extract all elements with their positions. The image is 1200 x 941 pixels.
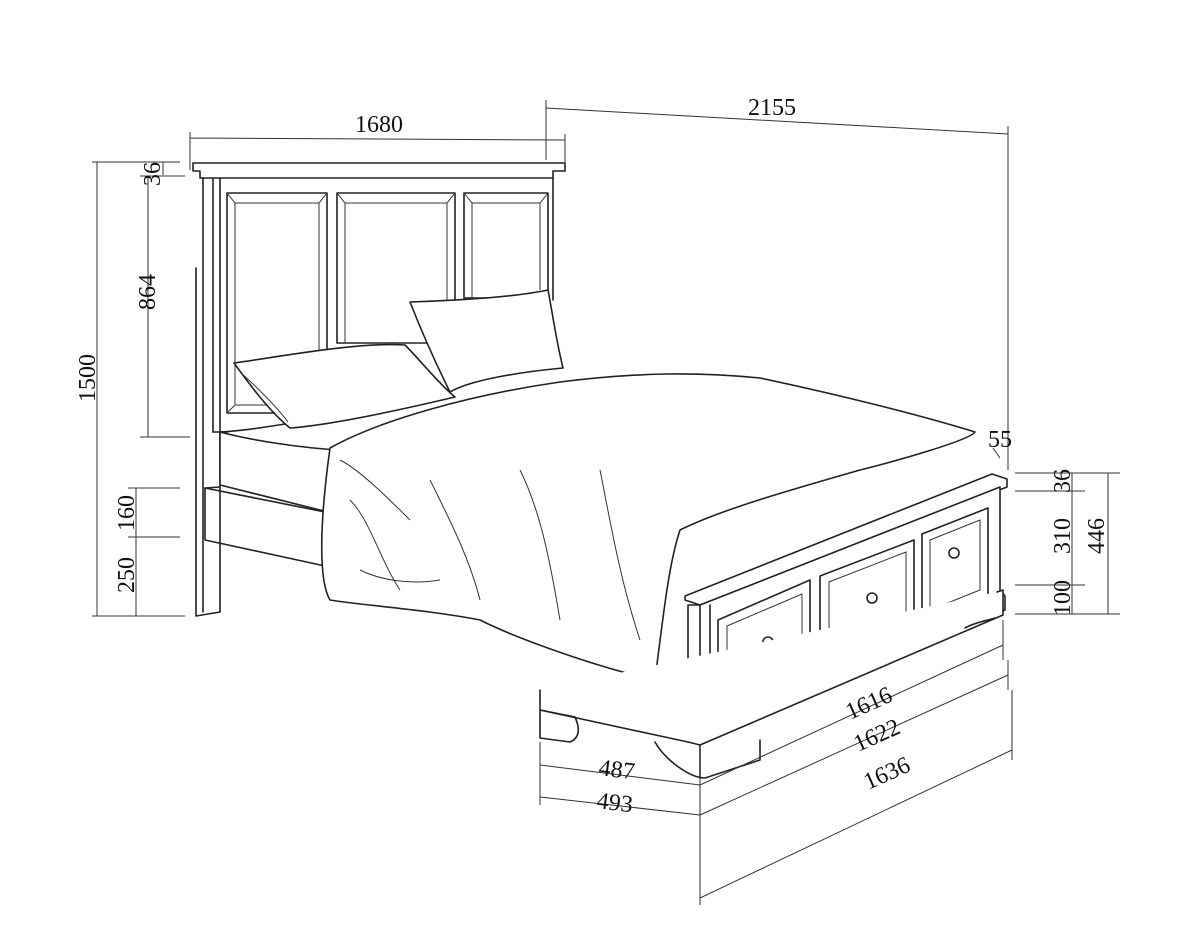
dim-footboard-base: 100 xyxy=(1050,580,1076,616)
dim-headboard-cap: 36 xyxy=(140,162,166,186)
dim-overall-length: 2155 xyxy=(748,95,796,121)
dim-headboard-width: 1680 xyxy=(355,112,403,138)
dim-rail-clearance: 250 xyxy=(114,557,140,593)
dim-footboard-panel: 310 xyxy=(1050,518,1076,554)
dim-cap-overhang: 55 xyxy=(988,427,1012,453)
side-rail xyxy=(204,486,326,567)
dim-base-width: 1636 xyxy=(860,752,914,795)
dim-depth-2: 493 xyxy=(595,788,634,818)
duvet xyxy=(320,373,976,681)
dim-side-rail: 160 xyxy=(114,495,140,531)
dim-footboard-cap: 36 xyxy=(1050,469,1076,493)
dim-footboard-height: 446 xyxy=(1084,518,1110,554)
pillows xyxy=(233,289,564,429)
dimension-lines xyxy=(92,100,1120,905)
footboard xyxy=(539,473,1008,779)
dim-headboard-panel: 864 xyxy=(135,274,161,310)
dim-overall-height: 1500 xyxy=(75,354,101,402)
dim-depth-1: 487 xyxy=(597,755,636,785)
